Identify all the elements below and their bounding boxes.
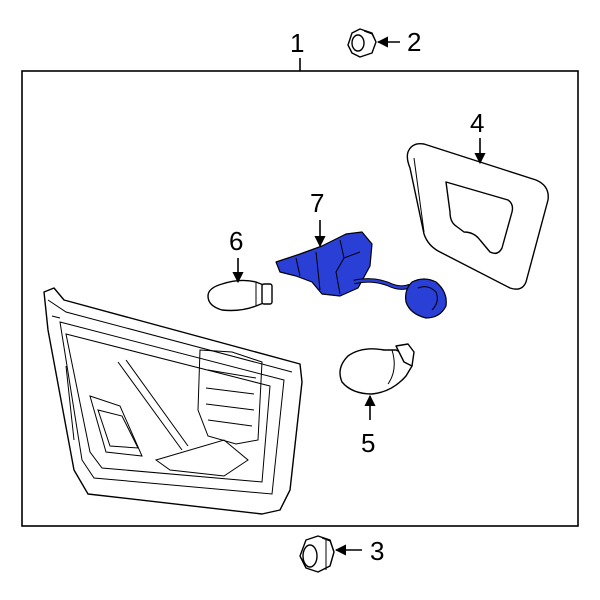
callout-6[interactable]: 6 <box>229 226 243 256</box>
part-2-clip[interactable] <box>347 28 377 58</box>
part-6-bulb[interactable] <box>207 279 273 312</box>
part-4-gasket[interactable] <box>406 142 549 290</box>
callout-5[interactable]: 5 <box>361 428 375 458</box>
part-5-bulb[interactable] <box>339 343 415 395</box>
callout-1[interactable]: 1 <box>290 28 304 58</box>
callout-4[interactable]: 4 <box>470 108 484 138</box>
callout-3[interactable]: 3 <box>370 536 384 566</box>
part-7-socket-harness[interactable] <box>275 231 447 319</box>
callout-2[interactable]: 2 <box>407 27 421 57</box>
callout-7[interactable]: 7 <box>310 188 324 218</box>
lamp-housing[interactable] <box>43 287 303 515</box>
part-3-grommet[interactable] <box>299 535 335 573</box>
